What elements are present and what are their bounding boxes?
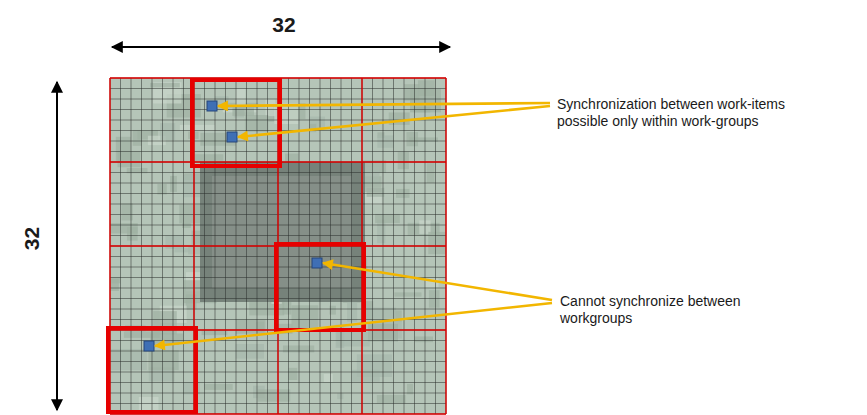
photo-patch [133, 130, 142, 146]
photo-patch [204, 384, 233, 390]
photo-patch [118, 151, 141, 167]
callout-text: Synchronization between work-items possi… [557, 96, 825, 130]
photo-patch [377, 395, 406, 403]
work-group-grid [110, 78, 446, 414]
photo-patch [236, 88, 246, 107]
photo-patch [347, 301, 357, 322]
leader-arrow [218, 103, 550, 106]
photo-patch [377, 135, 393, 147]
dimension-label: 32 [264, 12, 304, 37]
photo-patch [258, 389, 291, 401]
leader-arrow [155, 303, 552, 346]
photo-patch [427, 163, 435, 183]
work-item [144, 341, 154, 351]
chip-die [212, 176, 352, 288]
photo-patch [389, 112, 410, 124]
photo-patch [245, 115, 268, 132]
work-item-grid [110, 78, 446, 414]
photo-patch [236, 320, 265, 334]
dimension-arrow [112, 46, 450, 48]
dimension-label: 32 [19, 219, 44, 259]
dimension-arrow [56, 82, 58, 410]
photo-patch [111, 278, 120, 284]
photo-patch [192, 231, 201, 245]
work-item [207, 101, 217, 111]
photo-patch [415, 336, 433, 342]
photo-patch [195, 154, 223, 161]
work-group-highlight [276, 244, 364, 330]
chip-photo [110, 78, 446, 414]
photo-patch [266, 99, 276, 116]
callout-text: Cannot synchronize between workgroups [560, 293, 775, 327]
photo-patch [180, 125, 215, 131]
work-group-highlight [108, 328, 196, 412]
photo-patch [394, 292, 421, 296]
photo-patch [429, 290, 440, 308]
work-item [227, 132, 237, 142]
photo-patch [148, 350, 178, 370]
photo-patch [337, 393, 343, 399]
photo-patch [375, 214, 400, 223]
photo-patch [157, 184, 166, 195]
photo-patch [184, 175, 202, 197]
highlighted-work-groups [108, 80, 364, 412]
work-group-highlight [192, 80, 280, 166]
leader-arrows [155, 103, 552, 346]
work-item [312, 258, 322, 268]
photo-patch [170, 176, 177, 192]
photo-patch [150, 83, 180, 87]
work-items [144, 101, 322, 351]
photo-patch [288, 368, 297, 380]
photo-patch [352, 370, 380, 382]
photo-patch [324, 374, 333, 382]
photo-patch [165, 235, 183, 248]
photo-patch [398, 152, 409, 169]
photo-patch [110, 223, 138, 233]
photo-patch [377, 220, 385, 243]
leader-arrow [238, 106, 550, 137]
leader-arrow [323, 263, 552, 300]
photo-patch [367, 188, 385, 197]
